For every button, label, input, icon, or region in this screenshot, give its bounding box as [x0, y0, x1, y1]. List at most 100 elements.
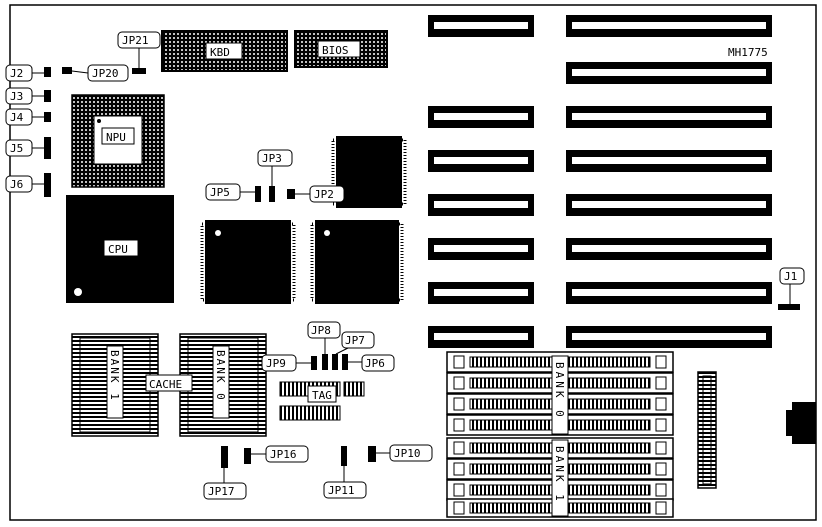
- npu-socket: NPU: [71, 94, 165, 188]
- jp21-header: [132, 68, 146, 74]
- cpu-chip: CPU: [66, 195, 174, 303]
- label-jp10: JP10: [394, 447, 421, 460]
- jp3-header: [269, 186, 275, 202]
- expansion-slot: [566, 326, 772, 348]
- jp9-header: [311, 356, 317, 370]
- bios-chip: BIOS: [294, 30, 388, 68]
- j3-header: [44, 90, 51, 102]
- label-jp16: JP16: [270, 448, 297, 461]
- callout-jp21: [117, 31, 161, 68]
- jp7-header: [332, 354, 338, 370]
- npu-label: NPU: [106, 131, 126, 144]
- chipset-chip-1: [331, 136, 407, 208]
- jp5-header: [255, 186, 261, 202]
- callout-jp8: [307, 321, 341, 354]
- label-jp21: JP21: [122, 34, 149, 47]
- tag-sram: TAG: [279, 381, 365, 421]
- label-jp20: JP20: [92, 67, 119, 80]
- isa-slots: [428, 15, 772, 348]
- expansion-slot: [566, 15, 772, 37]
- cache-sram-right: BANK 0: [179, 333, 267, 437]
- label-j2: J2: [10, 67, 23, 80]
- jp2-header: [287, 189, 295, 199]
- expansion-slot: [566, 238, 772, 260]
- callout-jp10: [376, 444, 433, 462]
- label-jp7: JP7: [345, 334, 365, 347]
- label-jp11: JP11: [328, 484, 355, 497]
- expansion-slot: [566, 150, 772, 172]
- jp20-header: [62, 67, 72, 74]
- callout-jp5: [205, 183, 255, 201]
- jp11-header: [341, 446, 347, 466]
- kbd-chip: KBD: [161, 30, 288, 72]
- jp8-header: [322, 354, 328, 370]
- callout-j4: [5, 108, 44, 126]
- label-jp8: JP8: [311, 324, 331, 337]
- bios-label: BIOS: [322, 44, 349, 57]
- callout-jp11: [323, 466, 367, 499]
- expansion-slot: [566, 282, 772, 304]
- keyboard-connector: [786, 402, 816, 444]
- model-number: MH1775: [728, 46, 768, 59]
- callout-jp16: [251, 445, 309, 463]
- label-j1: J1: [784, 270, 797, 283]
- expansion-slot: [566, 106, 772, 128]
- label-j3: J3: [10, 90, 23, 103]
- jp16-header: [244, 448, 251, 464]
- callout-jp3: [257, 149, 293, 186]
- callout-jp9: [261, 354, 311, 372]
- simm-bank0-label: BANK 0: [553, 362, 566, 420]
- j4-header: [44, 112, 51, 122]
- power-connector: [697, 371, 717, 489]
- jumper-headers: [44, 67, 800, 468]
- label-jp17: JP17: [208, 485, 235, 498]
- expansion-slot: [428, 106, 534, 128]
- tag-label: TAG: [312, 389, 332, 402]
- callout-jp20: [71, 64, 129, 82]
- j6-header: [44, 173, 51, 197]
- chipset-chip-2: [200, 220, 296, 304]
- callout-jp17: [203, 468, 247, 500]
- jp10-header: [368, 446, 376, 462]
- label-j6: J6: [10, 178, 23, 191]
- expansion-slot: [428, 150, 534, 172]
- label-jp3: JP3: [262, 152, 282, 165]
- callout-jp7: [335, 331, 375, 355]
- cache-bank0-label: BANK 0: [214, 350, 227, 402]
- expansion-slot: [566, 62, 772, 84]
- simm-sockets: BANK 0 BANK 1: [446, 351, 674, 518]
- simm-bank1-label: BANK 1: [553, 446, 566, 504]
- jumper-callouts: [5, 31, 805, 500]
- cache-label: CACHE: [149, 378, 182, 391]
- jp17-header: [221, 446, 228, 468]
- kbd-label: KBD: [210, 46, 230, 59]
- callout-jp2: [295, 185, 345, 203]
- callout-j1: [779, 267, 805, 304]
- callout-j3: [5, 87, 44, 105]
- expansion-slot: [428, 194, 534, 216]
- jumper-labels: JP21 J2 JP20 J3 J4 J5 J6 JP3 JP5 JP2 J1 …: [10, 34, 797, 498]
- label-jp2: JP2: [314, 188, 334, 201]
- jp6-header: [342, 354, 348, 370]
- cache-bank1-label: BANK 1: [108, 350, 121, 402]
- expansion-slot: [428, 282, 534, 304]
- j1-header: [778, 304, 800, 310]
- callout-j6: [5, 175, 44, 193]
- j2-header: [44, 67, 51, 77]
- label-j4: J4: [10, 111, 24, 124]
- callout-jp6: [348, 354, 395, 372]
- label-jp6: JP6: [365, 357, 385, 370]
- expansion-slot: [428, 238, 534, 260]
- label-jp5: JP5: [210, 186, 230, 199]
- callout-j5: [5, 139, 44, 157]
- label-jp9: JP9: [266, 357, 286, 370]
- label-j5: J5: [10, 142, 23, 155]
- expansion-slot: [566, 194, 772, 216]
- expansion-slot: [428, 326, 534, 348]
- chipset-chip-3: [310, 220, 404, 304]
- cache-sram-left: BANK 1: [71, 333, 159, 437]
- expansion-slot: [428, 15, 534, 37]
- cpu-label: CPU: [108, 243, 128, 256]
- callout-j2: [5, 64, 44, 82]
